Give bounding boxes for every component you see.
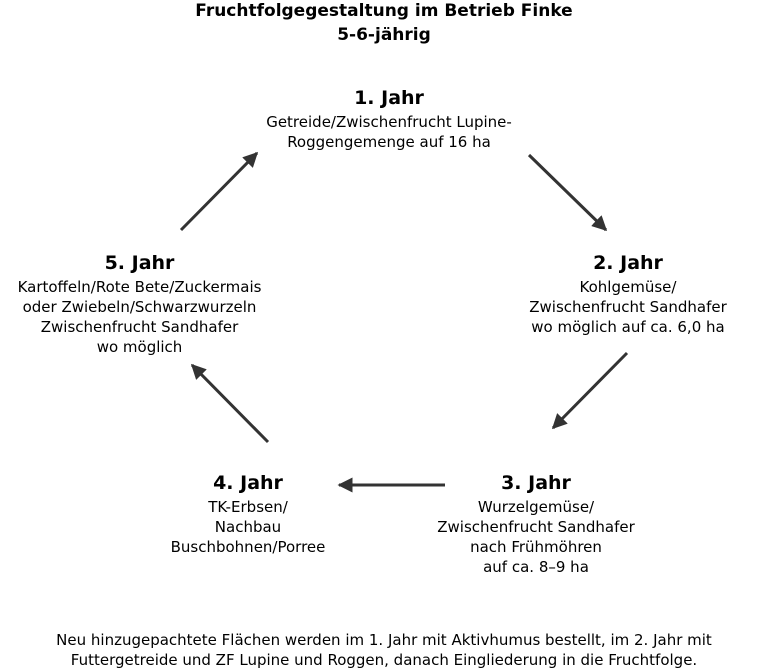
arrow-year4-to-year5	[190, 363, 270, 444]
title-line-1: Fruchtfolgegestaltung im Betrieb Finke	[195, 1, 573, 21]
year-1-node: 1. Jahr Getreide/Zwischenfrucht Lupine- …	[239, 86, 539, 152]
year-3-label: 3. Jahr	[501, 472, 571, 494]
year-3-line-1: Wurzelgemüse/	[477, 498, 595, 516]
year-5-line-3: Zwischenfrucht Sandhafer	[40, 318, 239, 336]
arrow-year5-to-year1	[179, 151, 259, 232]
year-2-label: 2. Jahr	[593, 252, 663, 274]
footer-line-1: Neu hinzugepachtete Flächen werden im 1.…	[56, 631, 712, 649]
year-1-line-2: Roggengemenge auf 16 ha	[287, 133, 491, 151]
year-2-line-2: Zwischenfrucht Sandhafer	[529, 298, 727, 316]
year-3-line-3: nach Frühmöhren	[470, 538, 602, 556]
year-2-node: 2. Jahr Kohlgemüse/ Zwischenfrucht Sandh…	[478, 251, 768, 337]
year-4-line-2: Nachbau	[214, 518, 282, 536]
arrow-year1-to-year2	[527, 153, 608, 232]
year-5-line-4: wo möglich	[96, 338, 183, 356]
year-1-line-1: Getreide/Zwischenfrucht Lupine-	[266, 113, 512, 131]
title-line-2: 5-6-jährig	[337, 25, 431, 45]
year-4-line-1: TK-Erbsen/	[208, 498, 288, 516]
year-5-line-2: oder Zwiebeln/Schwarzwurzeln	[22, 298, 257, 316]
year-2-line-1: Kohlgemüse/	[579, 278, 677, 296]
year-5-node: 5. Jahr Kartoffeln/Rote Bete/Zuckermais …	[0, 251, 279, 357]
year-5-line-1: Kartoffeln/Rote Bete/Zuckermais	[17, 278, 262, 296]
year-2-line-3: wo möglich auf ca. 6,0 ha	[531, 318, 725, 336]
year-5-label: 5. Jahr	[104, 252, 175, 274]
year-3-line-2: Zwischenfrucht Sandhafer	[437, 518, 635, 536]
year-4-line-3: Buschbohnen/Porree	[170, 538, 326, 556]
year-4-label: 4. Jahr	[213, 472, 283, 494]
year-4-node: 4. Jahr TK-Erbsen/ Nachbau Buschbohnen/P…	[98, 471, 398, 557]
year-1-label: 1. Jahr	[354, 87, 424, 109]
year-3-line-4: auf ca. 8–9 ha	[483, 558, 589, 576]
year-3-node: 3. Jahr Wurzelgemüse/ Zwischenfrucht San…	[386, 471, 686, 577]
arrow-year2-to-year3	[551, 351, 629, 430]
footer-line-2: Futtergetreide und ZF Lupine und Roggen,…	[70, 651, 698, 669]
